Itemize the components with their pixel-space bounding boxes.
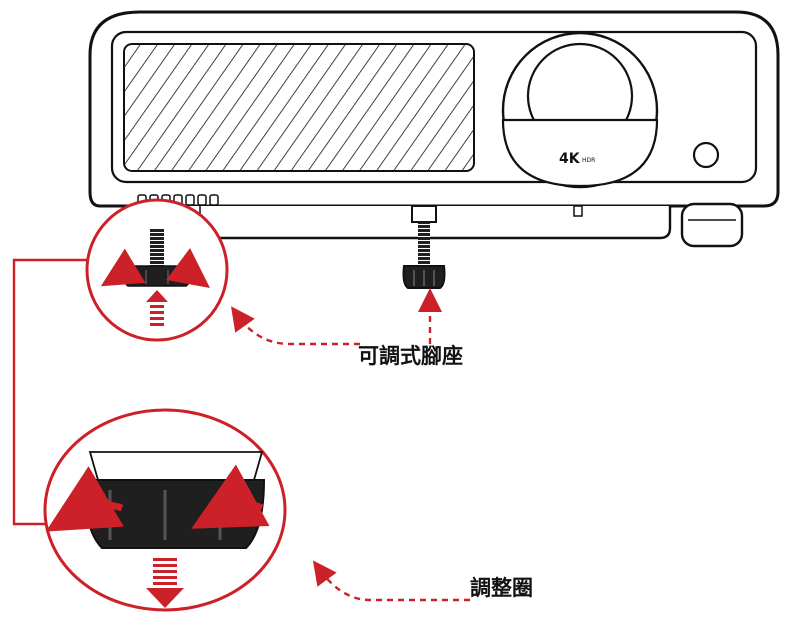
- projector-icon: 4K HDR: [88, 10, 780, 248]
- straight-arrow-icon: [146, 558, 184, 608]
- lens-badge-sub: HDR: [582, 157, 595, 164]
- adjustable-foot-icon: [402, 205, 446, 289]
- rear-foot: [680, 202, 744, 248]
- zoom-circle-ring: [43, 408, 287, 612]
- sensor-icon: [692, 141, 720, 169]
- label-adjustable-foot: 可調式腳座: [358, 344, 463, 368]
- curved-arrow-icon: [100, 248, 146, 287]
- dashed-arrow-icon: [231, 288, 470, 602]
- label-adjustment-ring: 調整圈: [470, 576, 533, 600]
- curved-arrow-icon: [45, 466, 124, 532]
- curved-arrow-icon: [166, 248, 211, 288]
- lens-icon: 4K HDR: [501, 31, 659, 189]
- lens-badge: 4K: [559, 151, 581, 167]
- curved-arrow-icon: [191, 464, 270, 529]
- straight-arrow-icon: [146, 290, 168, 326]
- zoom-circle-bolt: [85, 198, 229, 342]
